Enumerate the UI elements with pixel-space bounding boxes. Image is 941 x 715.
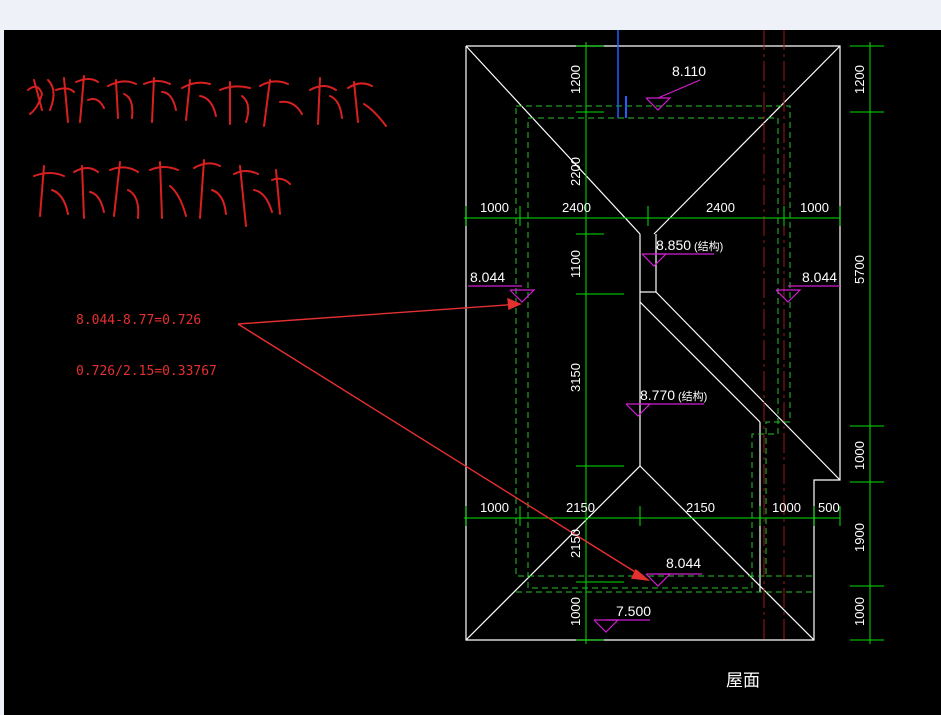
dim-top-2: 2400 [562, 200, 591, 215]
dim-inner-v-6: 1000 [568, 597, 583, 626]
drawing-title: 屋面 [726, 671, 760, 690]
level-ridge-upper-note: (结构) [694, 239, 723, 253]
dim-bottom-5: 500 [818, 500, 840, 515]
level-top: 8.110 [672, 63, 706, 79]
dim-inner-v-2: 2200 [568, 157, 583, 186]
level-markers [468, 79, 840, 633]
cad-canvas[interactable]: 1000 2400 2400 1000 1000 2150 2150 1000 … [4, 30, 941, 715]
level-right-eave: 8.044 [802, 269, 837, 285]
dim-top-4: 1000 [800, 200, 829, 215]
dimension-labels: 1000 2400 2400 1000 1000 2150 2150 1000 … [480, 65, 867, 626]
dimension-lines [464, 42, 884, 644]
window-top-bar [0, 0, 941, 30]
dim-right-v-1: 1200 [852, 65, 867, 94]
calculation-line-1: 8.044-8.77=0.726 [76, 313, 202, 328]
dim-top-3: 2400 [706, 200, 735, 215]
calculation-line-2: 0.726/2.15=0.33767 [76, 364, 217, 379]
dim-bottom-1: 1000 [480, 500, 509, 515]
level-left-eave: 8.044 [470, 269, 505, 285]
level-bottom-low: 7.500 [616, 603, 651, 619]
dim-inner-v-3: 1100 [568, 250, 583, 278]
dim-bottom-4: 1000 [772, 500, 801, 515]
dim-right-v-4: 1900 [852, 523, 867, 552]
reference-axes [617, 30, 785, 640]
dim-right-v-3: 1000 [852, 441, 867, 470]
level-bottom-eave: 8.044 [666, 555, 701, 571]
dim-right-v-2: 5700 [852, 255, 867, 284]
wall-dashed-lines [515, 105, 814, 593]
dim-bottom-3: 2150 [686, 500, 715, 515]
dim-top-1: 1000 [480, 200, 509, 215]
level-labels: 8.110 8.850 (结构) 8.770 (结构) 8.044 8.044 … [470, 63, 837, 619]
annotation-arrows [237, 297, 651, 581]
dim-right-v-5: 1000 [852, 597, 867, 626]
calculation-note: 8.044-8.77=0.726 0.726/2.15=0.33767 [76, 278, 217, 414]
handwritten-question [27, 75, 387, 227]
level-ridge-upper: 8.850 [656, 237, 691, 253]
level-ridge-lower-note: (结构) [678, 389, 707, 403]
dim-inner-v-1: 1200 [568, 65, 583, 94]
dim-bottom-2: 2150 [566, 500, 595, 515]
dim-inner-v-4: 3150 [568, 363, 583, 392]
roof-plan-drawing: 1000 2400 2400 1000 1000 2150 2150 1000 … [27, 30, 884, 690]
dim-inner-v-5: 2150 [568, 529, 583, 558]
level-ridge-lower: 8.770 [640, 387, 675, 403]
